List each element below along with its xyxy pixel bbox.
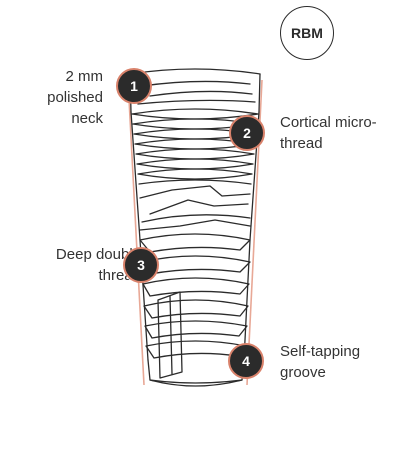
callout-1-line-3: neck: [71, 110, 103, 127]
deep-threads: [139, 233, 251, 359]
neck-texture: [137, 80, 256, 105]
body-outline-right: [243, 111, 260, 361]
callout-4-line-2: groove: [280, 364, 326, 381]
callout-1-line-2: polished: [47, 89, 103, 106]
callout-1-badge: 1: [116, 68, 152, 104]
callout-3-line-1: Deep double: [55, 246, 141, 263]
callout-2-line-1: Cortical micro-: [280, 114, 377, 131]
callout-3-badge: 3: [123, 247, 159, 283]
micro-threads: [131, 108, 259, 185]
apex-base: [149, 379, 243, 384]
callout-2-badge: 2: [229, 115, 265, 151]
body-outline-left: [130, 111, 149, 361]
thread-transition-2: [139, 214, 251, 231]
callout-1-label: 2 mm polished neck: [47, 66, 103, 129]
groove-edge: [169, 295, 173, 375]
thread-transition: [139, 185, 251, 215]
implant-top: [129, 68, 261, 75]
callout-2-line-2: thread: [280, 135, 323, 152]
callout-4-line-1: Self-tapping: [280, 343, 361, 360]
rbm-badge: RBM: [280, 6, 334, 60]
callout-4-label: Self-tapping groove: [280, 341, 360, 383]
callout-4-badge: 4: [228, 343, 264, 379]
envelope-line-left: [127, 79, 145, 386]
callout-1-line-1: 2 mm: [65, 68, 104, 85]
self-tapping-groove: [157, 291, 183, 379]
callout-2-label: Cortical micro- thread: [280, 112, 377, 154]
